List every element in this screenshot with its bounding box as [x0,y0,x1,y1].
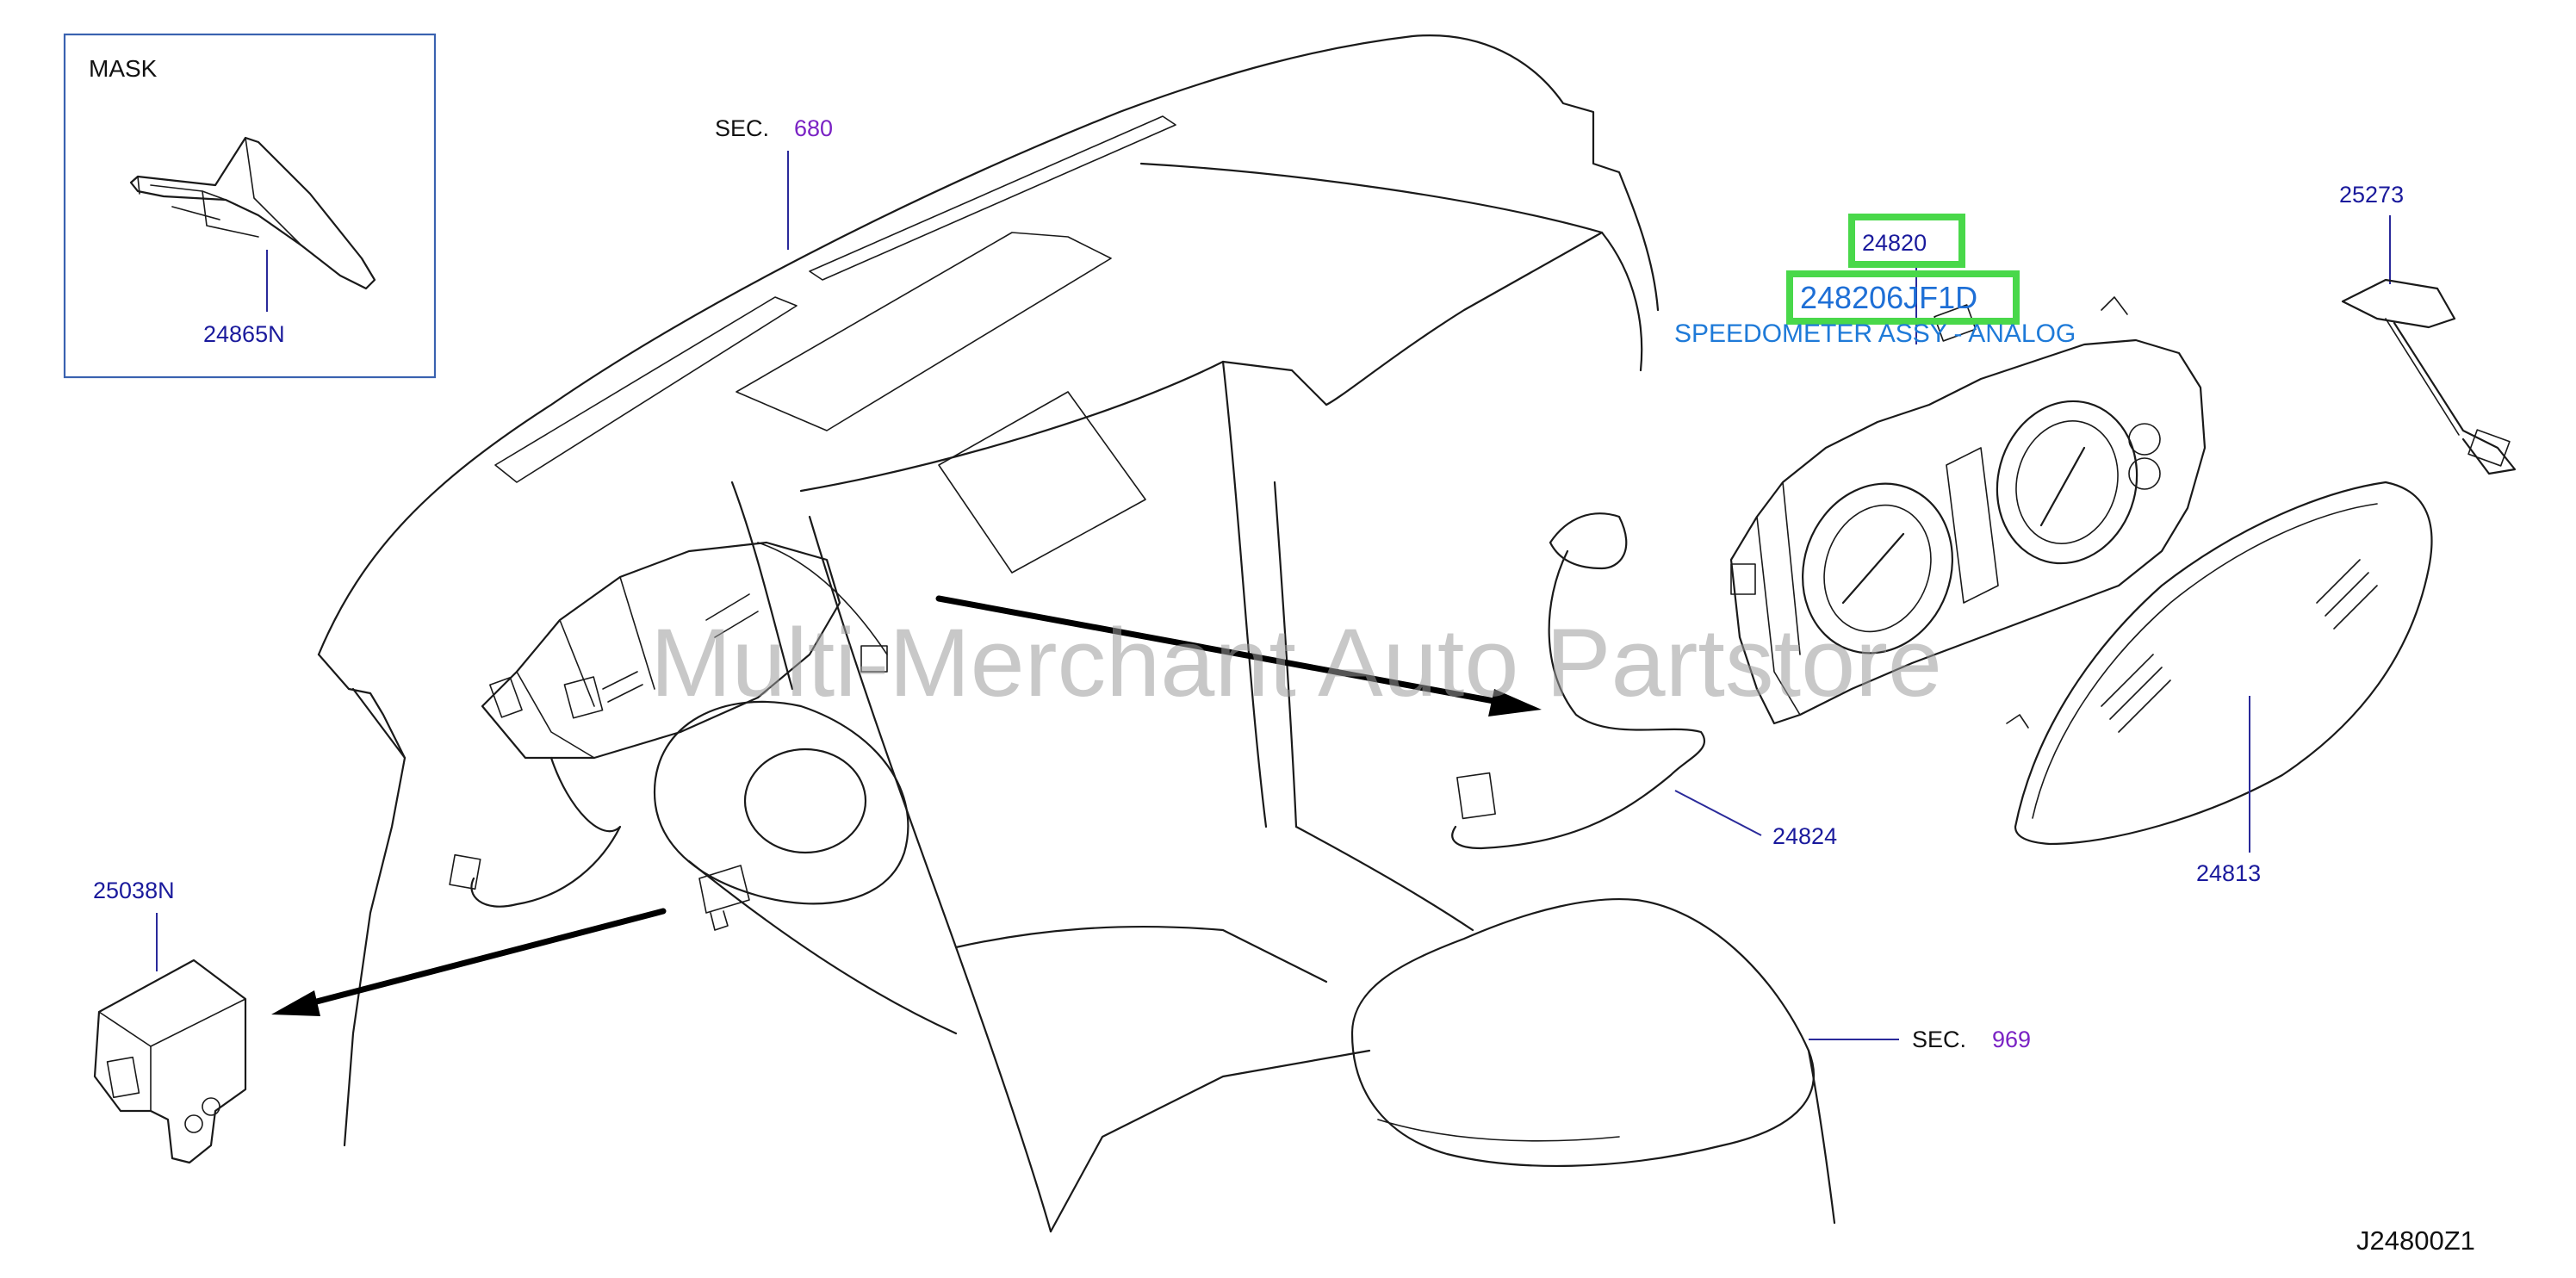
arrow-to-module [271,908,667,1016]
leader-24824 [1674,790,1762,836]
part-description: SPEEDOMETER ASSY - ANALOG [1674,320,2076,348]
speedometer-assembly-drawing [1729,296,2207,725]
highlight-callout: 24820 248206JF1D SPEEDOMETER ASSY - ANAL… [1674,214,2076,348]
part-code[interactable]: 248206JF1D [1800,280,1977,315]
part-24820[interactable]: 24820 [1862,230,1927,256]
part-24865n: 24865N [203,321,285,347]
dash-cluster [481,541,888,760]
part-24820-highlight [1848,214,1965,268]
section-680: SEC. 680 [715,115,833,250]
sec-969-number[interactable]: 969 [1992,1027,2031,1052]
inset-frame [63,33,437,379]
dashboard-drawing [317,34,1836,1233]
switch-25273-drawing [2341,278,2517,475]
module-25038n-drawing [93,958,247,1164]
part-code-highlight [1786,270,2020,325]
part-25038n[interactable]: 25038N [93,878,175,903]
part-25273[interactable]: 25273 [2339,182,2404,208]
lens-24813-drawing [2006,481,2433,846]
sec-969-prefix: SEC. [1912,1027,1966,1052]
arrow-to-cluster [935,595,1542,717]
figure-id: J24800Z1 [2356,1225,2475,1256]
mask-inset: MASK 24865N [63,33,437,379]
section-969: SEC. 969 [1809,1027,2031,1052]
harness-24824-drawing [1451,512,1706,850]
sec-680-number[interactable]: 680 [794,115,833,141]
part-24824[interactable]: 24824 [1772,823,1837,849]
inset-label: MASK [89,55,158,82]
sec-680-prefix: SEC. [715,115,769,141]
watermark: Multi-Merchant Auto Partstore [650,609,1942,717]
mask-part-drawing [129,136,376,290]
part-24813[interactable]: 24813 [2196,860,2261,886]
